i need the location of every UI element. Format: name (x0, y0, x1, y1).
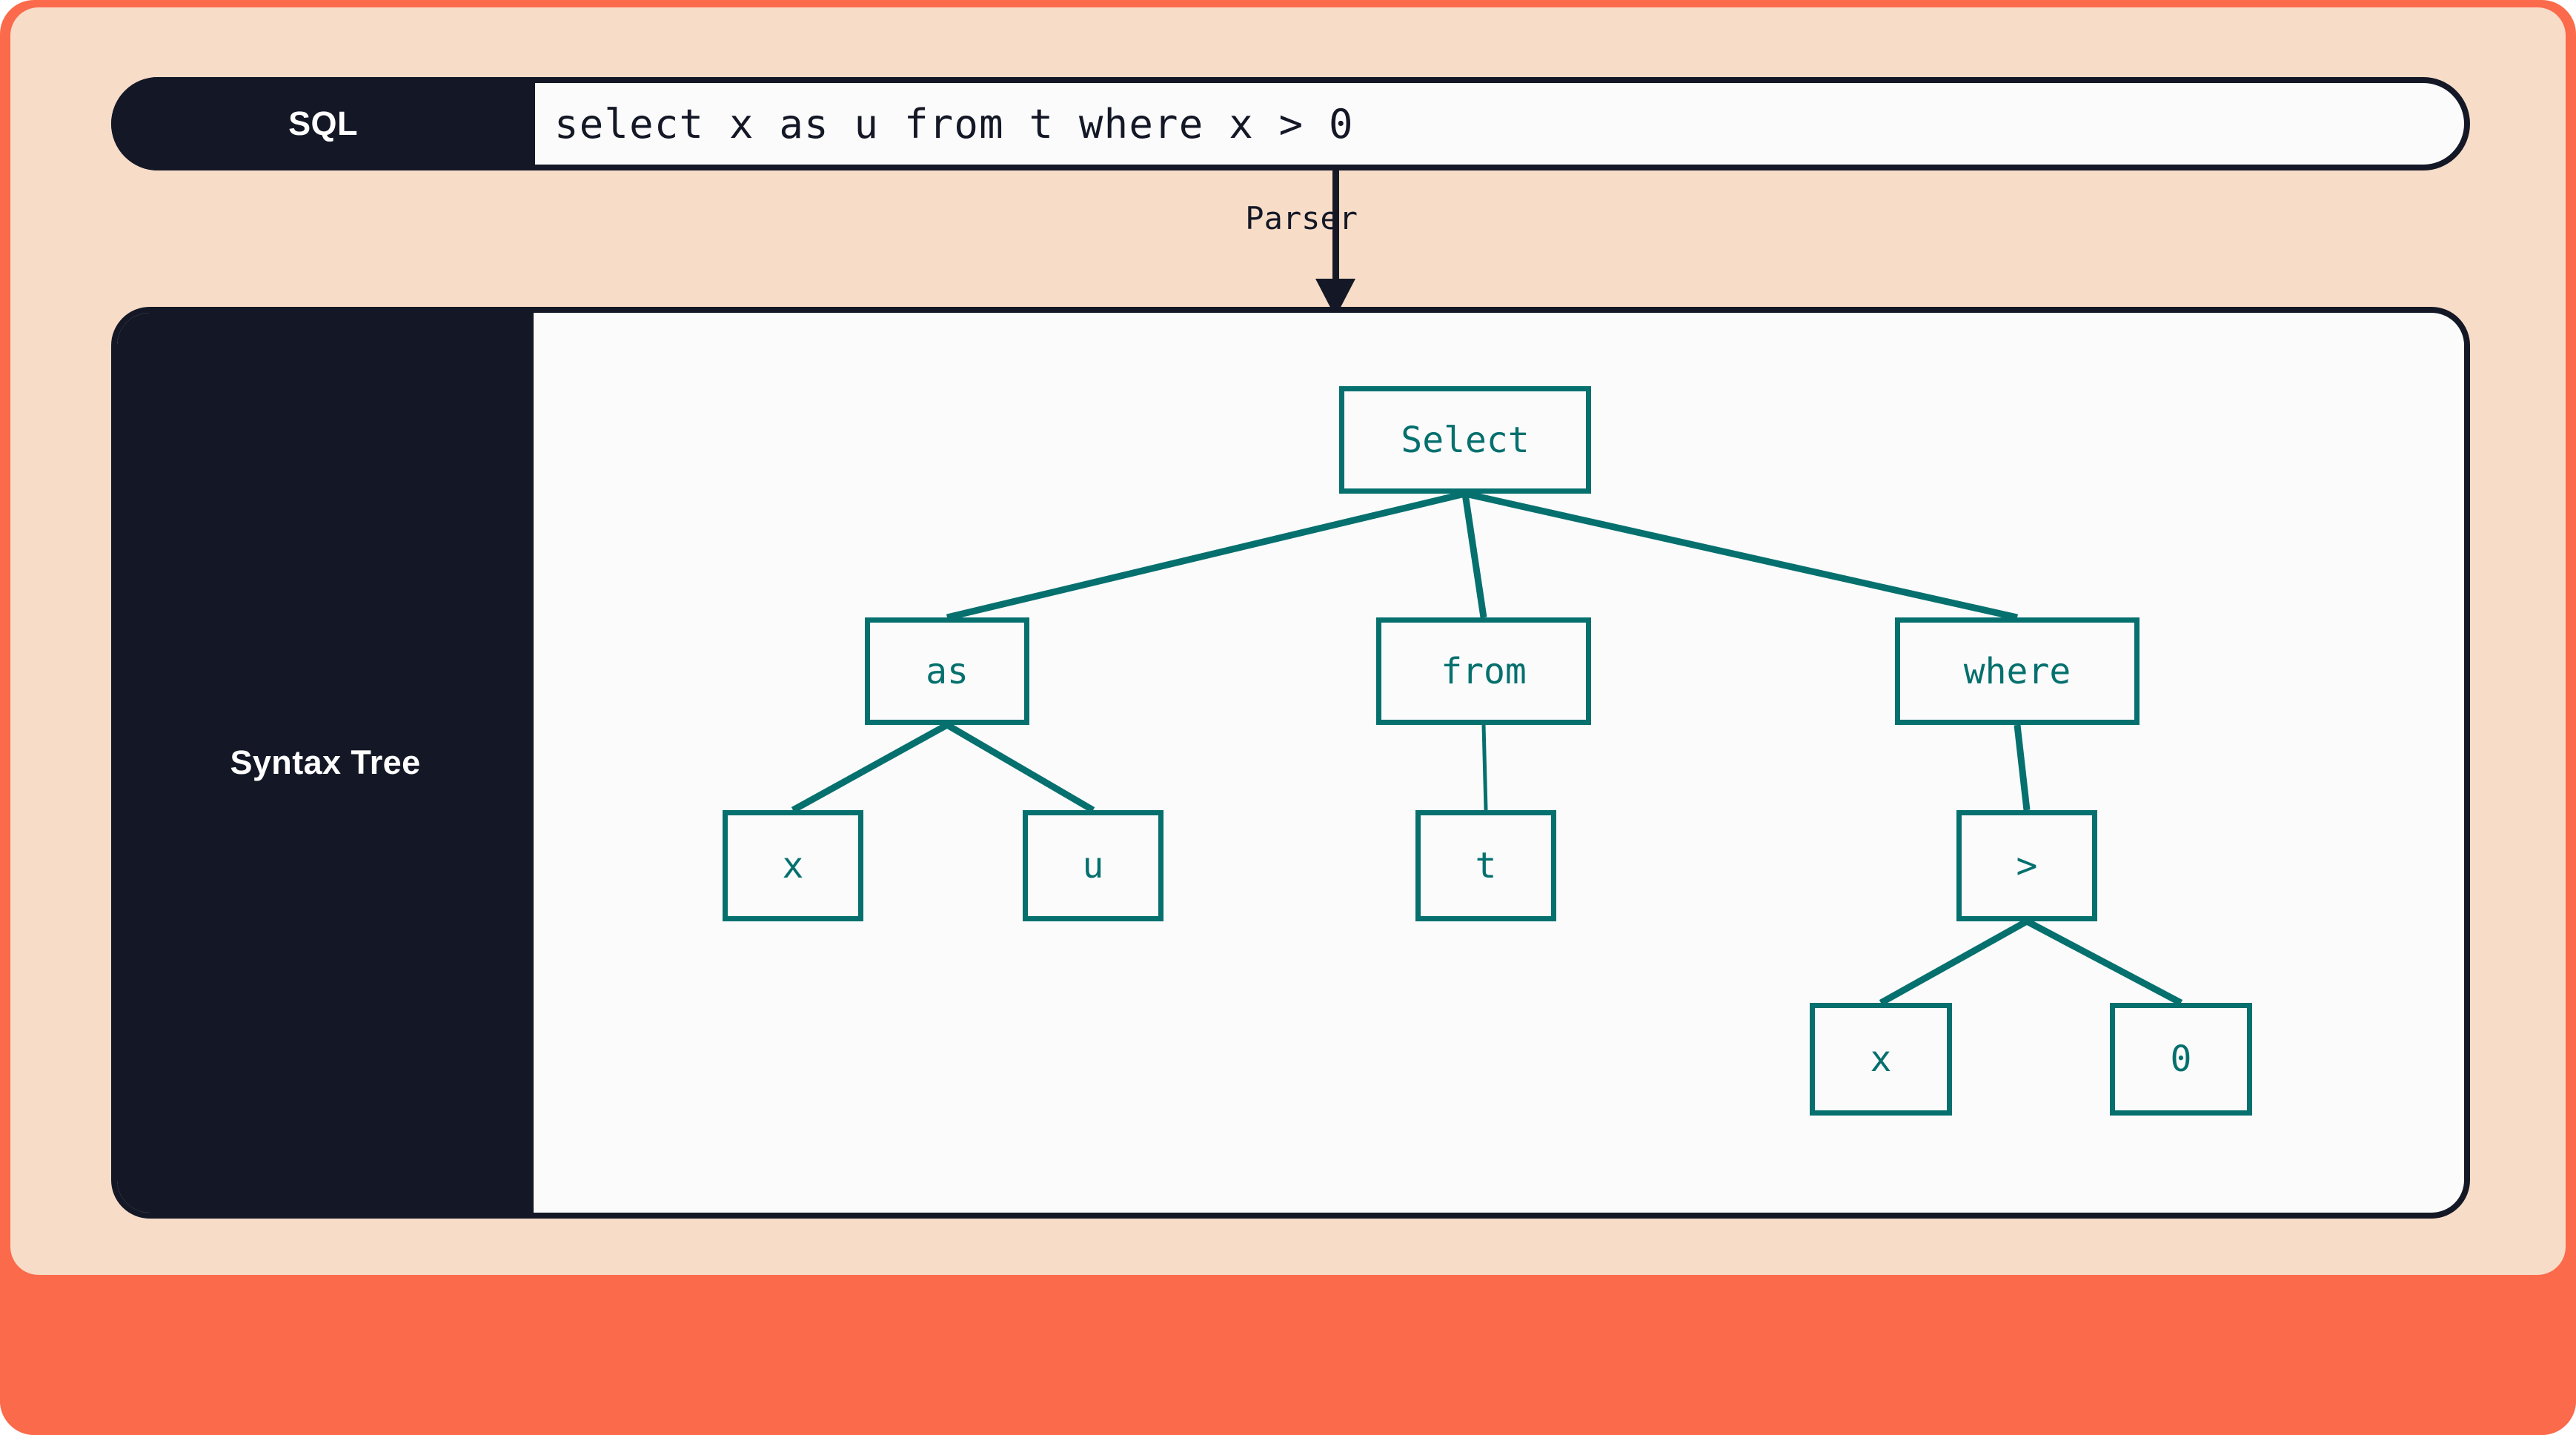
sql-label-block: SQL (111, 77, 535, 170)
tree-node-from[interactable]: from (1376, 617, 1591, 725)
parser-label: Parser (1245, 200, 1358, 236)
tree-node-label: > (2016, 845, 2038, 886)
sql-query-text: select x as u from t where x > 0 (554, 100, 1354, 148)
tree-node-label: u (1082, 845, 1104, 886)
tree-node-as-x[interactable]: x (723, 810, 863, 921)
tree-node-label: t (1475, 845, 1497, 886)
tree-node-as-u[interactable]: u (1023, 810, 1163, 921)
tree-edge (791, 722, 949, 813)
tree-edge (2014, 724, 2031, 811)
tree-edge (2025, 918, 2183, 1006)
tree-node-where[interactable]: where (1895, 617, 2140, 725)
tree-node-label: from (1441, 650, 1527, 692)
footer-bar: Parsers Recognize the Structure of the Q… (0, 1275, 2576, 1435)
tree-canvas: Select as from where x u t > x 0 (534, 313, 2464, 1213)
tree-node-label: 0 (2170, 1038, 2192, 1080)
syntax-tree-label-block: Syntax Tree (117, 313, 534, 1213)
tree-node-label: Select (1401, 419, 1530, 461)
tree-node-from-t[interactable]: t (1415, 810, 1556, 921)
tree-node-gt-0[interactable]: 0 (2110, 1003, 2252, 1116)
syntax-tree-panel: Syntax Tree Select as from where x u t > x 0 (111, 307, 2470, 1219)
tree-node-label: x (782, 845, 804, 886)
tree-edge (1879, 918, 2029, 1006)
content-stage: SQL select x as u from t where x > 0 Par… (10, 7, 2566, 1275)
sql-input-row: SQL select x as u from t where x > 0 (111, 77, 2470, 170)
tree-edges (791, 490, 2183, 1006)
arrow-shaft (1332, 169, 1339, 282)
tree-node-label: where (1963, 650, 2071, 692)
tree-edge (1461, 493, 1487, 618)
sql-label: SQL (288, 105, 358, 142)
tree-edge (946, 490, 1467, 621)
tree-edge (1481, 724, 1488, 811)
tree-edge (945, 722, 1095, 813)
tree-node-label: as (926, 650, 969, 692)
syntax-tree-label: Syntax Tree (230, 743, 421, 781)
tree-node-select[interactable]: Select (1339, 386, 1591, 494)
tree-edge (1464, 490, 2018, 621)
parser-transform-arrow: Parser (1245, 169, 1745, 317)
tree-node-as[interactable]: as (865, 617, 1029, 725)
tree-node-label: x (1870, 1038, 1892, 1080)
tree-node-gt[interactable]: > (1956, 810, 2097, 921)
tree-node-gt-x[interactable]: x (1810, 1003, 1952, 1116)
